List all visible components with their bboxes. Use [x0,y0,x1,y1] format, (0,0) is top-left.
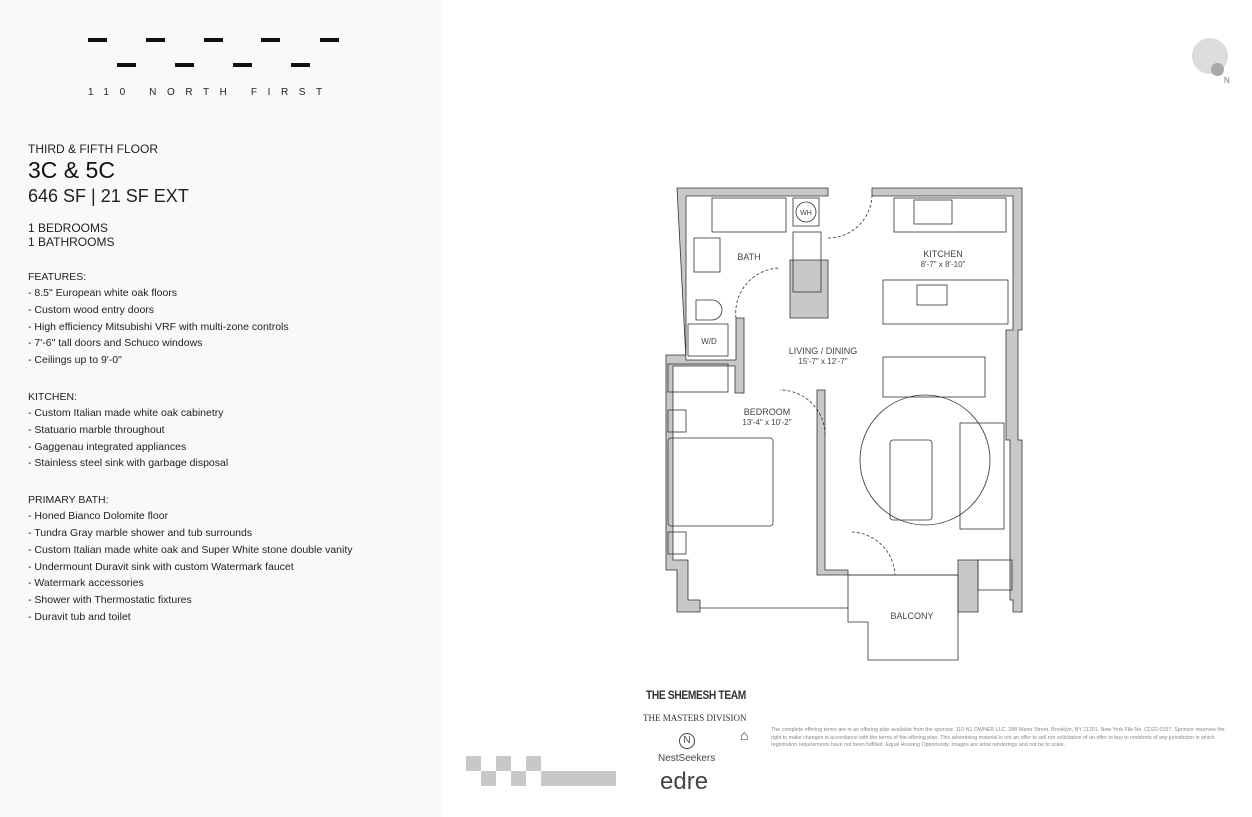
feature-item: - Watermark accessories [28,577,144,590]
edre-logo: edre [660,768,709,795]
shemesh-team-logo: THE SHEMESH TEAM [646,688,746,702]
living-dimensions: 15'-7" x 12'-7" [798,357,847,366]
unit-info: THIRD & FIFTH FLOOR 3C & 5C 646 SF | 21 … [28,142,428,626]
unit-name: 3C & 5C [28,157,115,183]
feature-item: - Gaggenau integrated appliances [28,440,187,453]
feature-item: - High efficiency Mitsubishi VRF with mu… [28,320,289,333]
room-label-wh: WH [800,210,812,217]
section-title: PRIMARY BATH: [28,494,109,507]
feature-item: - Tundra Gray marble shower and tub surr… [28,526,253,539]
feature-item: - 7'-6" tall doors and Schuco windows [28,337,203,350]
feature-item: - Custom Italian made white oak cabinetr… [28,406,224,419]
floor-label: THIRD & FIFTH FLOOR [28,142,158,156]
feature-item: - Duravit tub and toilet [28,610,131,623]
feature-item: - Statuario marble throughout [28,423,165,436]
bathroom-count: 1 BATHROOMS [28,235,115,249]
room-label-bedroom: BEDROOM [744,407,791,417]
compass-dot [1211,63,1224,76]
info-panel: 110 NORTH FIRST THIRD & FIFTH FLOOR 3C &… [0,0,442,817]
feature-item: - Shower with Thermostatic fixtures [28,594,192,607]
section-title: FEATURES: [28,271,87,283]
bedroom-count: 1 BEDROOMS [28,221,109,235]
floor-plan: BATH WH W/D KITCHEN 8'-7" x 8'-10" LIVIN… [665,187,1023,661]
equal-housing-icon: ⌂ [740,727,749,743]
bedroom-dimensions: 13'-4" x 10'-2" [742,418,791,427]
feature-item: - Ceilings up to 9'-0" [28,354,122,367]
nestseekers-logo: NestSeekers [658,753,716,764]
walls [665,187,1023,613]
unit-size: 646 SF | 21 SF EXT [28,186,189,206]
room-label-wd: W/D [701,337,717,346]
feature-sections: FEATURES: - 8.5" European white oak floor… [28,271,428,626]
room-label-bath: BATH [737,252,760,262]
feature-item: - Custom wood entry doors [28,303,155,316]
nestseekers-icon: N [679,733,695,749]
feature-item: - 8.5" European white oak floors [28,287,178,299]
masters-division-logo: THE MASTERS DIVISION [643,713,747,723]
feature-item: - Honed Bianco Dolomite floor [28,510,169,523]
disclaimer-text: The complete offering terms are in an of… [771,727,1225,748]
feature-item: - Custom Italian made white oak and Supe… [28,543,353,556]
scale-bar [466,756,616,786]
room-label-kitchen: KITCHEN [923,249,963,259]
kitchen-dimensions: 8'-7" x 8'-10" [921,260,966,269]
room-label-living: LIVING / DINING [789,346,858,356]
feature-item: - Undermount Duravit sink with custom Wa… [28,560,294,573]
feature-item: - Stainless steel sink with garbage disp… [28,457,229,470]
section-title: KITCHEN: [28,390,78,403]
building-logo [88,38,340,72]
building-name: 110 NORTH FIRST [88,87,333,98]
room-label-balcony: BALCONY [890,611,933,621]
compass-label: N [1224,76,1230,85]
